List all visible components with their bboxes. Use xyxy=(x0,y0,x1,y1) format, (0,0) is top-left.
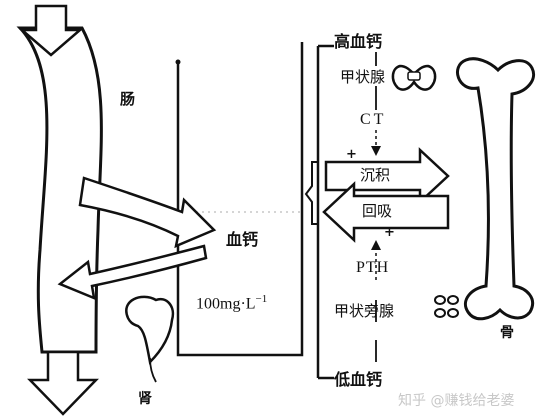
label-kidney: 肾 xyxy=(138,391,152,407)
secretion-arrow xyxy=(57,244,208,301)
label-high-calcium: 高血钙 xyxy=(334,32,383,51)
deposit-arrow xyxy=(324,147,450,205)
absorption-arrow xyxy=(78,176,217,249)
kidney-shape xyxy=(125,295,175,365)
label-low-calcium: 低血钙 xyxy=(334,370,383,389)
regulation-bracket xyxy=(304,161,318,225)
label-concentration: 100mg·L−1 xyxy=(196,294,267,312)
label-resorption: 回吸 xyxy=(362,202,393,220)
label-bone: 骨 xyxy=(500,325,514,341)
concentration-exponent: −1 xyxy=(255,293,268,305)
label-plus-bottom: + xyxy=(384,225,395,240)
watermark: 知乎 @赚钱给老婆 xyxy=(398,393,515,409)
label-intestine: 肠 xyxy=(120,90,136,108)
label-plus-top: + xyxy=(346,147,357,162)
label-pth: PTH xyxy=(356,259,390,276)
label-blood-calcium: 血钙 xyxy=(226,230,259,249)
parathyroid-icon xyxy=(434,295,459,318)
intake-arrow xyxy=(18,4,84,57)
kidney-duct xyxy=(149,357,157,383)
blood-pool-outline xyxy=(176,42,304,357)
bone-shape xyxy=(456,57,535,321)
concentration-text: 100mg·L xyxy=(196,295,256,313)
label-thyroid: 甲状腺 xyxy=(340,68,386,86)
excretion-arrow xyxy=(27,350,99,416)
label-parathyroid: 甲状旁腺 xyxy=(334,302,395,320)
resorption-arrow xyxy=(322,181,450,243)
label-ct: CT xyxy=(360,111,387,128)
label-deposit: 沉积 xyxy=(360,166,391,184)
